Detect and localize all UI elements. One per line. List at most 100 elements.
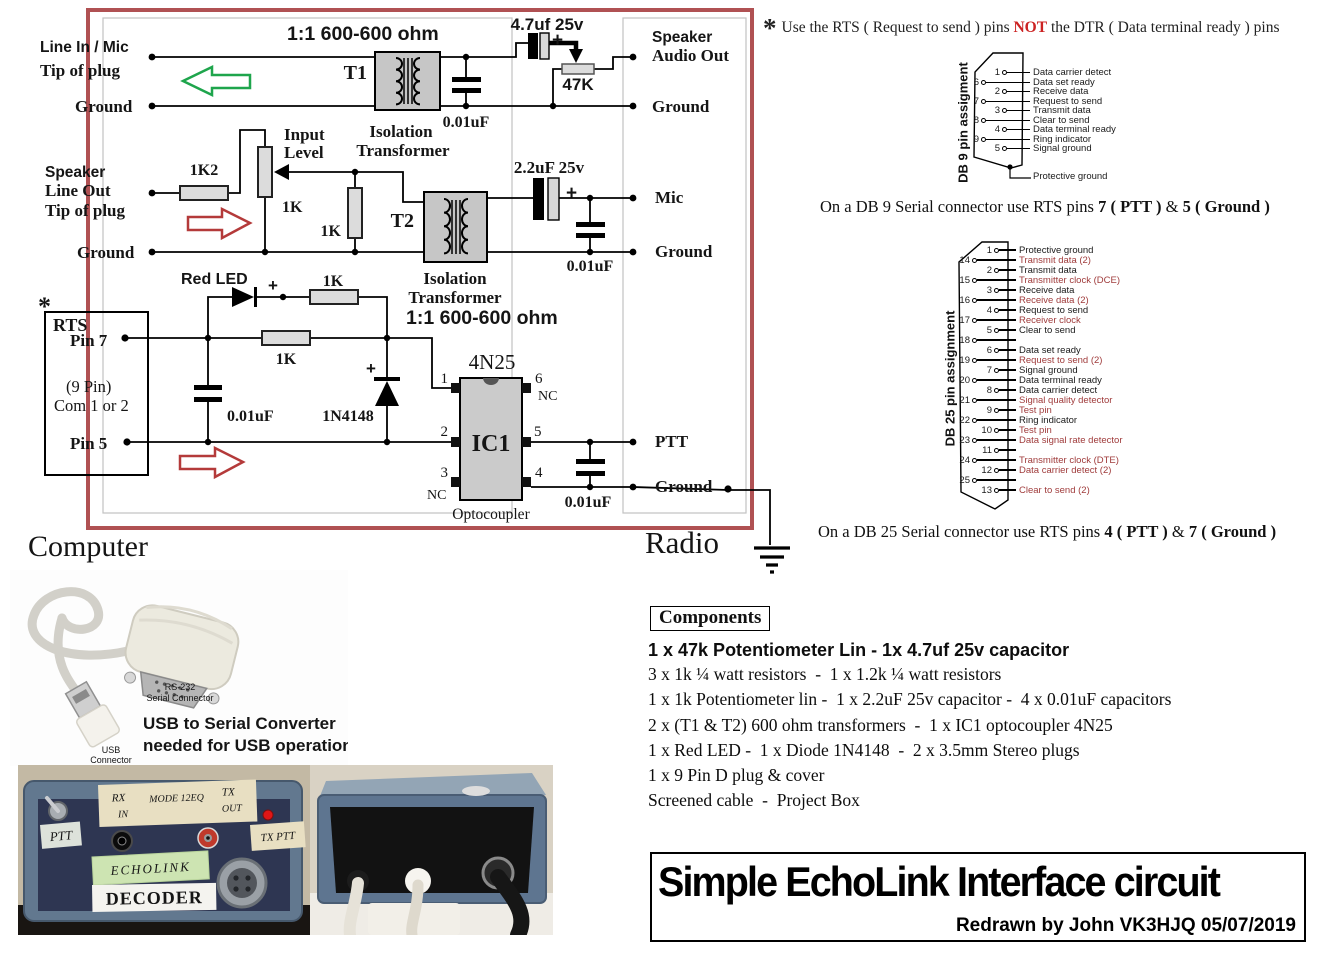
pin-label: Signal ground	[1019, 364, 1078, 376]
resistors	[179, 63, 595, 346]
pin-number: 4	[994, 124, 1000, 136]
transformer-t1	[374, 51, 441, 111]
label-ratio-t1: 1:1 600-600 ohm	[287, 23, 439, 45]
computer-side-box	[102, 17, 513, 514]
db25-pin-row: 21 Signal quality detector	[950, 394, 1123, 406]
db25-shell	[958, 241, 1009, 510]
db9-caption-mid: &	[1161, 197, 1183, 216]
db25-pin-row: 25	[950, 475, 1123, 486]
schematic-border	[86, 8, 754, 530]
pin-circle-icon	[981, 79, 986, 85]
pin-number: 5	[994, 143, 1000, 155]
pin-line	[999, 249, 1016, 251]
rts-connector-box	[44, 311, 149, 476]
pin-label: Transmit data	[1019, 264, 1077, 276]
db9-pin-row: 9 Ring indicator	[958, 134, 1116, 145]
pin-label: Transmit data (2)	[1019, 254, 1091, 266]
db9-pin-row: 3 Transmit data	[958, 105, 1116, 116]
rts-warning-note: *Use the RTS ( Request to send ) pins NO…	[763, 13, 1311, 44]
resistor-1k2	[179, 185, 229, 201]
pin-number: 15	[959, 274, 970, 286]
pin-label: Data terminal ready	[1019, 374, 1102, 386]
red-led-indicator	[262, 809, 274, 821]
resistor-1k-shunt	[347, 187, 363, 239]
pin-line	[999, 389, 1016, 391]
label-audio-out: Audio Out	[652, 46, 729, 65]
components-list: 1 x 47k Potentiometer Lin - 1x 4.7uf 25v…	[648, 638, 1171, 814]
components-line: 3 x 1k ¼ watt resistors - 1 x 1.2k ¼ wat…	[648, 664, 1002, 684]
pin-label: Data signal rate detector	[1019, 434, 1123, 446]
pin-line	[1007, 148, 1030, 150]
usb-to-serial-photo: RS-232 Serial Connector USB Connector US…	[10, 570, 348, 766]
label-ground-r1: Ground	[652, 97, 710, 116]
components-line: Screened cable - Project Box	[648, 790, 860, 811]
red-right-arrow-icon	[186, 206, 253, 241]
right-cable	[481, 856, 530, 935]
rs232-label-2: Serial Connector	[146, 693, 213, 703]
db25-pin-row: 12 Data carrier detect (2)	[950, 465, 1123, 476]
pin-label: Test pin	[1019, 404, 1052, 416]
db25-caption: On a DB 25 Serial connector use RTS pins…	[818, 522, 1276, 542]
thick-feed-wire	[548, 40, 579, 50]
pin-number: 18	[959, 334, 970, 346]
label-level: Level	[284, 143, 324, 162]
radio-side-box	[622, 17, 747, 514]
pin-number: 6	[986, 344, 992, 356]
db25-pin-row: 6 Data set ready	[950, 344, 1123, 356]
label-input: Input	[284, 125, 325, 144]
label-47k: 47K	[562, 75, 594, 94]
label-tip-of-plug2: Tip of plug	[45, 201, 126, 220]
pin-line	[977, 319, 1016, 321]
rs232-label-1: RS-232	[165, 682, 196, 692]
label-pin7: Pin 7	[70, 331, 108, 350]
db25-pin-row: 11	[950, 445, 1123, 456]
db25-pin-row: 4 Request to send	[950, 305, 1123, 316]
ic-pin-1: 1	[441, 371, 449, 387]
pin-label: Protective ground	[1019, 244, 1094, 256]
db9-pin-row: 6 Data set ready	[958, 77, 1116, 88]
toggle-switch	[45, 796, 68, 821]
serial-adapter-body	[124, 604, 240, 709]
pin-number: 21	[959, 394, 970, 406]
pin-number: 5	[986, 324, 992, 336]
components-line: 1 x 47k Potentiometer Lin - 1x 4.7uf 25v…	[648, 640, 1070, 660]
label-line-in-mic: Line In / Mic	[40, 39, 129, 56]
pin-number: 14	[959, 254, 970, 266]
db25-pin-row: 15 Transmitter clock (DCE)	[950, 274, 1123, 286]
pin-circle-icon	[994, 447, 999, 453]
label-c001-rts: 0.01uF	[227, 408, 274, 425]
asterisk-rts: *	[38, 292, 51, 321]
pin-circle-icon	[972, 397, 977, 403]
pin-label: Receive data (2)	[1019, 294, 1089, 306]
pin-circle-icon	[994, 327, 999, 333]
label-ground-r3: Ground	[655, 477, 713, 496]
label-ground: Ground	[75, 97, 133, 116]
label-transformer-1: Transformer	[356, 141, 450, 160]
plus-diode: +	[366, 359, 376, 378]
pin-circle-icon	[1002, 146, 1007, 152]
label-4n25: 4N25	[469, 350, 516, 374]
pin-label: Data carrier detect	[1033, 67, 1112, 79]
db9-pin-list: 1 Data carrier detect 6 Data set ready 2…	[958, 67, 1116, 155]
label-optocoupler: Optocoupler	[452, 506, 530, 523]
pin-line	[977, 399, 1016, 401]
pin-label: Request to send	[1033, 95, 1103, 107]
label-speaker-in: Speaker	[45, 164, 105, 181]
pin-line	[1007, 129, 1030, 131]
pin-label: Receiver clock	[1019, 314, 1081, 326]
label-tip-of-plug: Tip of plug	[40, 61, 121, 80]
db25-pin-row: 2 Transmit data	[950, 264, 1123, 276]
db25-pin-row: 23 Data signal rate detector	[950, 434, 1123, 446]
pin-circle-icon	[1002, 108, 1007, 114]
db9-pin-row: 2 Receive data	[958, 86, 1116, 98]
db25-pin-row: 18	[950, 334, 1123, 346]
pin-circle-icon	[994, 367, 999, 373]
pin-number: 2	[994, 86, 1000, 98]
pin-number: 1	[986, 244, 992, 256]
label-c001-t1: 0.01uF	[443, 114, 490, 131]
pin-label: Signal quality detector	[1019, 394, 1113, 406]
db9-caption-pre: On a DB 9 Serial connector use RTS pins	[820, 197, 1099, 216]
pin-circle-icon	[994, 407, 999, 413]
usb-plug	[64, 680, 121, 748]
